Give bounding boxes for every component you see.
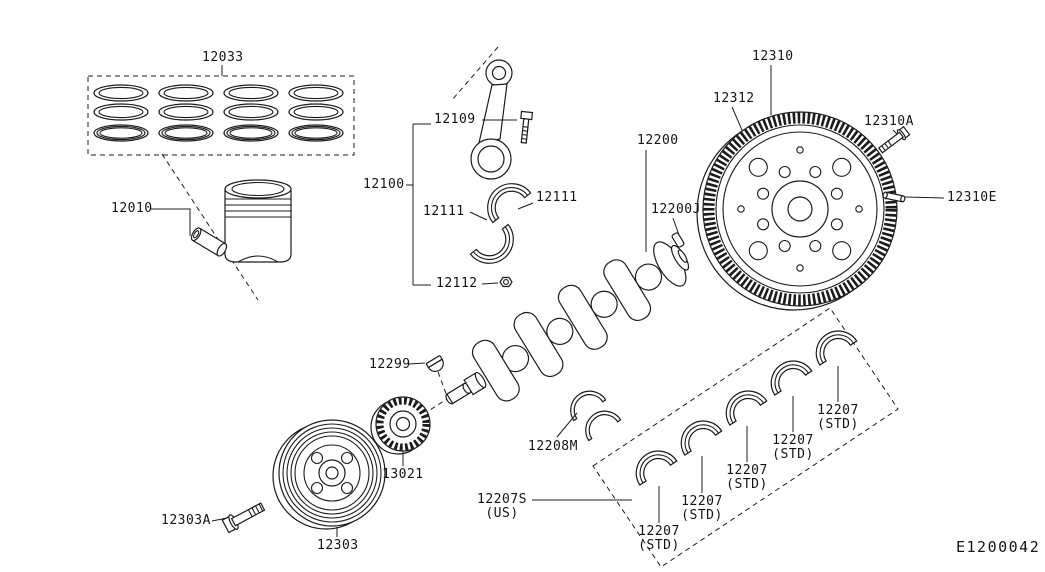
timing-sprocket: [370, 396, 431, 455]
connecting-rod: [470, 59, 513, 180]
part-label-main-bearing-3: 12207 (STD): [726, 463, 768, 492]
part-label-main-bearing-2: 12207 (STD): [681, 494, 723, 523]
part-label-crankshaft-key: 12200J: [651, 202, 701, 217]
part-label-connecting-rod: 12100: [363, 177, 405, 192]
crank-pulley: [272, 419, 386, 530]
rod-bolt: [520, 110, 534, 144]
piston-pin: [190, 227, 228, 257]
part-label-thrust-washer: 12208M: [528, 439, 578, 454]
part-label-main-bearing-5: 12207 (STD): [817, 403, 859, 432]
piston: [224, 179, 292, 263]
part-label-ring-gear: 12312: [713, 91, 755, 106]
part-label-timing-sprocket: 13021: [382, 467, 424, 482]
part-label-piston: 12010: [111, 201, 153, 216]
part-label-dowel-pin: 12310E: [947, 190, 997, 205]
part-label-rod-bearing-b: 12111: [536, 190, 578, 205]
leader-lines: [151, 65, 945, 537]
part-label-main-bearing-1: 12207 (STD): [638, 524, 680, 553]
part-label-flywheel-bolt: 12310A: [864, 114, 914, 129]
piston-rings-box: [87, 75, 355, 156]
dowel-pin: [882, 191, 906, 203]
part-label-rod-nut: 12112: [436, 276, 478, 291]
flywheel: [696, 111, 898, 311]
part-label-flywheel: 12310: [752, 49, 794, 64]
piston-ring-sets: [93, 84, 344, 142]
part-label-pulley-bolt: 12303A: [161, 513, 211, 528]
part-label-piston-rings: 12033: [202, 50, 244, 65]
crankshaft-key: [671, 232, 685, 248]
part-label-main-bearing-4: 12207 (STD): [772, 433, 814, 462]
pulley-bolt: [221, 502, 266, 534]
woodruff-key: [425, 355, 444, 372]
part-label-main-bearing-set-us: 12207S (US): [477, 492, 527, 521]
part-label-crank-pulley: 12303: [317, 538, 359, 553]
main-bearing-box: [592, 307, 899, 568]
part-label-woodruff-key: 12299: [369, 357, 411, 372]
rod-bearing-shells: [469, 173, 532, 274]
part-label-rod-bolt: 12109: [434, 112, 476, 127]
thrust-washers: [562, 383, 622, 442]
ring-gear-teeth: [703, 112, 897, 306]
rod-nut: [499, 276, 513, 288]
crankshaft: [445, 241, 690, 405]
drawing-number: E1200042: [956, 538, 1041, 556]
flywheel-bolt: [877, 125, 911, 154]
part-label-rod-bearing-a: 12111: [423, 204, 465, 219]
part-label-crankshaft: 12200: [637, 133, 679, 148]
